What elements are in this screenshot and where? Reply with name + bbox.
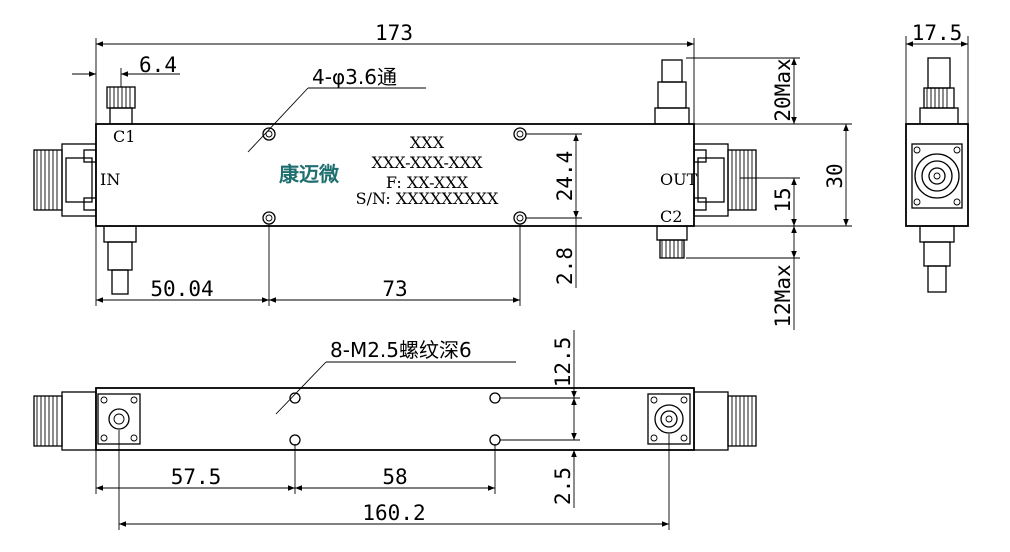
brand-logo: 康迈微 bbox=[279, 162, 339, 186]
dim-port-span: 160.2 bbox=[118, 430, 670, 530]
dim-value: 6.4 bbox=[139, 53, 177, 77]
c2-label: C2 bbox=[660, 207, 682, 226]
dim-value: 50.04 bbox=[150, 277, 213, 301]
out-connector bbox=[693, 143, 757, 217]
dim-value: 17.5 bbox=[912, 21, 963, 45]
c2-connector bbox=[656, 225, 688, 259]
out-label: OUT bbox=[660, 170, 698, 189]
dim-hole-positions: 50.04 73 bbox=[95, 224, 521, 306]
dim-value: 173 bbox=[375, 21, 413, 45]
dim-hole-vertical: 24.4 2.8 bbox=[526, 133, 582, 288]
dim-overall-length: 173 bbox=[95, 21, 695, 124]
dim-value: 160.2 bbox=[362, 501, 425, 525]
c1-label: C1 bbox=[113, 127, 135, 146]
nameplate-line: XXX-XXX-XXX bbox=[371, 153, 483, 172]
nameplate-line: S/N: XXXXXXXXX bbox=[356, 189, 499, 208]
dim-value: 15 bbox=[771, 187, 795, 212]
dim-value: 2.5 bbox=[551, 467, 575, 505]
dim-value: 24.4 bbox=[553, 151, 577, 202]
in-connector bbox=[33, 143, 97, 217]
hole-note: 4-φ3.6通 bbox=[247, 65, 426, 153]
dim-c1-offset: 6.4 bbox=[72, 53, 180, 87]
top-view: C1 IN OUT C2 康迈微 XXX XXX-XXX-XXX F: XX-X… bbox=[33, 21, 852, 330]
dim-value: 73 bbox=[382, 277, 407, 301]
end-view: 17.5 bbox=[905, 21, 969, 293]
dim-value: 12Max bbox=[771, 264, 795, 327]
dim-value: 20Max bbox=[771, 58, 795, 121]
thread-note-text: 8-M2.5螺纹深6 bbox=[330, 338, 472, 362]
c2-top-connector bbox=[654, 59, 690, 125]
dim-side: 20Max 30 15 12Max bbox=[686, 57, 852, 330]
dim-value: 2.8 bbox=[553, 247, 577, 285]
in-label: IN bbox=[100, 170, 120, 189]
coupler-body bbox=[95, 123, 695, 227]
dim-value: 57.5 bbox=[171, 465, 222, 489]
dim-value: 30 bbox=[823, 163, 847, 188]
coupler-body-bottom bbox=[95, 387, 695, 451]
thread-note: 8-M2.5螺纹深6 bbox=[275, 338, 516, 415]
nameplate: XXX XXX-XXX-XXX F: XX-XXX S/N: XXXXXXXXX bbox=[356, 133, 499, 208]
dim-value: 12.5 bbox=[551, 337, 575, 388]
dim-bottom-vertical: 12.5 2.5 bbox=[500, 330, 580, 508]
dim-bottom-holes: 57.5 58 bbox=[95, 444, 496, 494]
dim-value: 58 bbox=[382, 465, 407, 489]
c1-connector bbox=[106, 86, 136, 125]
c1-bottom-connector bbox=[103, 225, 137, 295]
nameplate-line: XXX bbox=[410, 133, 445, 152]
hole-note-text: 4-φ3.6通 bbox=[312, 65, 397, 89]
bottom-view: 8-M2.5螺纹深6 57.5 58 160.2 12.5 2.5 bbox=[33, 330, 757, 530]
nameplate-line: F: XX-XXX bbox=[386, 173, 469, 192]
